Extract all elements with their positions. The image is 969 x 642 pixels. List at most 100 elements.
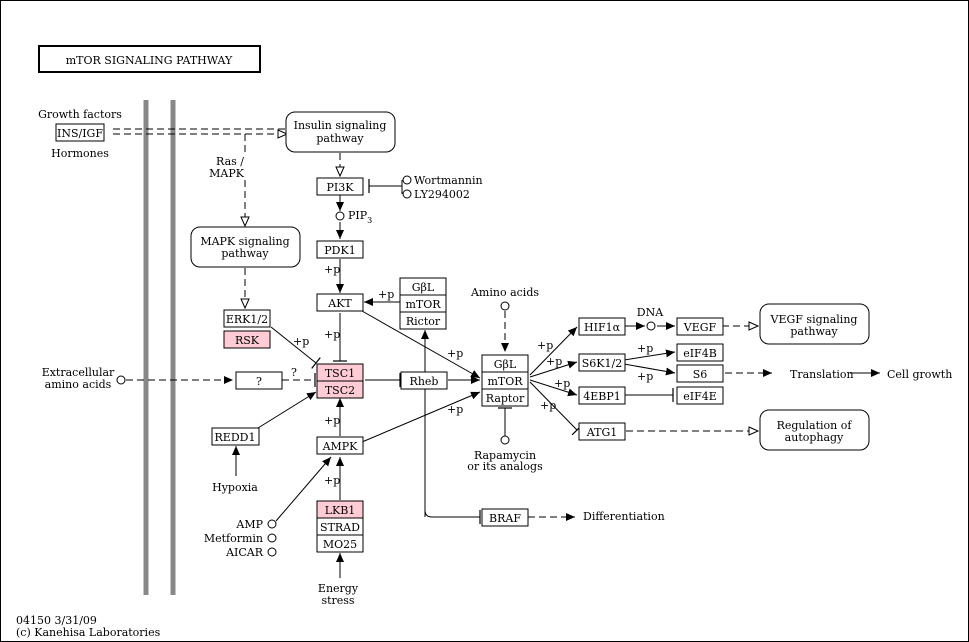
pip3-compound[interactable]: [335, 211, 345, 221]
footer-id-date: 04150 3/31/09: [16, 614, 97, 627]
plus-p-mtor-4ebp1: +p: [554, 377, 570, 390]
plus-p-pdk1-akt: +p: [324, 263, 340, 276]
node-ampk[interactable]: [316, 436, 364, 455]
mo25-label: MO25: [323, 538, 357, 551]
node-pi3k[interactable]: [316, 177, 364, 196]
plus-p-s6k-eif4b: +p: [637, 342, 653, 355]
q-mark-label: ?: [291, 366, 297, 379]
edge-mtor-hif1a: [529, 326, 578, 376]
ly294002-label: LY294002: [414, 188, 470, 201]
edge-mtor-atg1: [529, 381, 583, 436]
node-erk[interactable]: [223, 309, 271, 328]
node-ins-igf[interactable]: [55, 123, 105, 142]
hypoxia-label: Hypoxia: [212, 481, 258, 494]
autophagy-line2: autophagy: [785, 431, 844, 444]
plus-p-s6k-s6: +p: [637, 370, 653, 383]
node-atg1[interactable]: [578, 422, 626, 441]
vegf-pathway-line2: pathway: [790, 325, 838, 338]
node-pdk1[interactable]: [316, 240, 364, 259]
raptor-label: Raptor: [486, 392, 525, 405]
gbl-c1-label: GβL: [494, 358, 517, 371]
wortmannin-compound[interactable]: [402, 175, 412, 185]
hif1a-label: HIF1α: [584, 321, 621, 334]
energy-line2: stress: [321, 594, 354, 607]
edge-mtor-s6k: [529, 360, 578, 378]
dna-compound[interactable]: [646, 321, 656, 331]
mtor-c2-label: mTOR: [405, 298, 441, 311]
ly294002-compound[interactable]: [402, 189, 412, 199]
node-mo25[interactable]: [316, 534, 364, 553]
eif4b-label: eIF4B: [683, 347, 717, 360]
edge-s6k-eif4b: [623, 349, 676, 361]
node-tsc2[interactable]: [316, 380, 364, 399]
growth-factors-label: Growth factors: [38, 108, 122, 121]
extracellular-aa-compound[interactable]: [116, 375, 126, 385]
footer-copyright: (c) Kanehisa Laboratories: [16, 626, 161, 639]
translation-label: Translation: [790, 368, 854, 381]
node-s6k[interactable]: [578, 353, 626, 372]
node-unknown[interactable]: [235, 371, 283, 390]
ampk-label: AMPK: [322, 440, 359, 453]
node-insulin-pathway[interactable]: [285, 111, 396, 153]
s6-label: S6: [693, 368, 708, 381]
rapamycin-line1: Rapamycin: [474, 449, 536, 462]
node-eif4b[interactable]: [676, 343, 724, 362]
node-redd1[interactable]: [211, 427, 260, 446]
node-vegf[interactable]: [676, 317, 724, 336]
rapamycin-compound[interactable]: [500, 435, 510, 445]
tsc2-label: TSC2: [325, 384, 355, 397]
node-s6[interactable]: [676, 364, 724, 383]
rapamycin-line2: or its analogs: [467, 460, 543, 473]
node-autophagy-pathway[interactable]: [759, 409, 870, 451]
aicar-label: AICAR: [225, 546, 264, 559]
plus-p-mtor-s6k: +p: [546, 355, 562, 368]
node-raptor[interactable]: [481, 388, 529, 407]
vegf-label: VEGF: [683, 321, 717, 334]
plus-p-ampk-tsc: +p: [324, 414, 340, 427]
node-eif4e[interactable]: [676, 386, 724, 405]
edge-rheb-braf: [424, 509, 481, 524]
braf-label: BRAF: [489, 512, 521, 525]
rsk-label: RSK: [235, 334, 260, 347]
amino-acids-compound[interactable]: [500, 301, 510, 311]
autophagy-line1: Regulation of: [777, 419, 853, 432]
node-4ebp1[interactable]: [578, 386, 626, 405]
aicar-compound[interactable]: [267, 547, 277, 557]
edge-ampk-raptor: [361, 391, 481, 443]
node-hif1a[interactable]: [578, 317, 626, 336]
amp-label: AMP: [235, 518, 263, 531]
amp-compound[interactable]: [267, 519, 277, 529]
node-akt[interactable]: [316, 293, 364, 312]
plus-p-mtor-atg1: +p: [540, 399, 556, 412]
lkb1-label: LKB1: [325, 504, 356, 517]
eif4e-label: eIF4E: [683, 390, 717, 403]
plus-p-ampk-raptor: +p: [447, 403, 463, 416]
dna-label: DNA: [637, 306, 664, 319]
insulin-pathway-line1: Insulin signaling: [294, 119, 387, 132]
extracellular-line2: amino acids: [45, 378, 112, 391]
node-rsk[interactable]: [223, 330, 271, 349]
metformin-compound[interactable]: [267, 533, 277, 543]
cell-growth-label: Cell growth: [887, 368, 952, 381]
strad-label: STRAD: [320, 521, 360, 534]
redd1-label: REDD1: [215, 431, 256, 444]
node-mapk-pathway[interactable]: [190, 226, 301, 268]
wortmannin-label: Wortmannin: [414, 174, 483, 187]
edge-redd1-tsc: [257, 391, 317, 429]
edge-amp-ampk: [275, 456, 332, 522]
ras-label: Ras /: [216, 155, 244, 168]
mapk-pathway-line1: MAPK signaling: [200, 235, 289, 248]
edge-erk-tsc: [270, 326, 321, 369]
node-braf[interactable]: [481, 508, 529, 527]
energy-line1: Energy: [318, 582, 359, 595]
rheb-label: Rheb: [410, 375, 439, 388]
node-rheb[interactable]: [400, 371, 448, 390]
pdk1-label: PDK1: [324, 244, 355, 257]
node-vegf-pathway[interactable]: [759, 303, 870, 345]
plus-p-akt-mtor: +p: [447, 347, 463, 360]
title-box: [38, 45, 261, 73]
plus-p-lkb1-ampk: +p: [324, 474, 340, 487]
node-rictor[interactable]: [399, 311, 447, 330]
